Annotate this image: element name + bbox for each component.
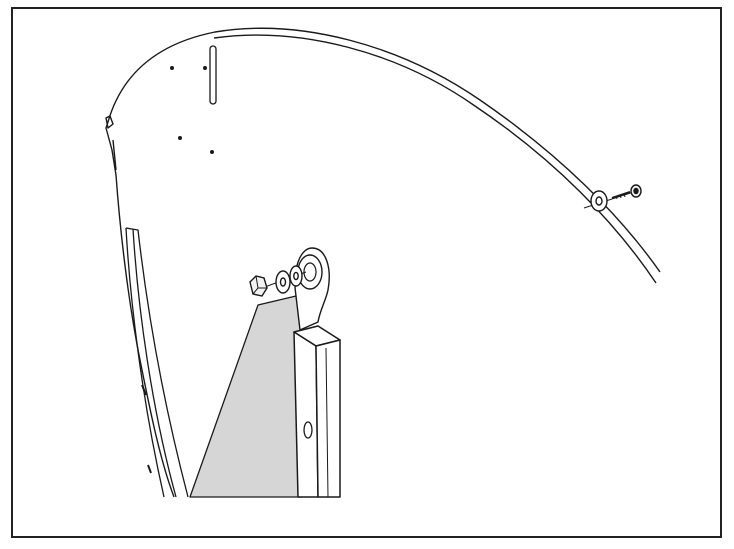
post-edge-line (325, 347, 329, 498)
washer (590, 190, 608, 212)
panel-holes (170, 66, 214, 154)
washer (289, 265, 303, 287)
figure-border (11, 7, 722, 538)
upright-post (293, 325, 341, 498)
panel-tab (105, 115, 114, 129)
panel-hole (178, 136, 182, 140)
panel-hole (210, 150, 214, 154)
bracket-eyelet (294, 247, 330, 332)
post-front-face (293, 331, 319, 498)
hex-nut (249, 275, 268, 297)
post-side-face (315, 339, 341, 498)
edge-hardware (583, 184, 642, 212)
panel-left-inner-line (112, 139, 117, 171)
panel-inner-edge (213, 34, 657, 284)
bracket-hardware (249, 265, 307, 297)
panel-hole (170, 66, 174, 70)
slotted-hole (209, 45, 217, 105)
panel-flange (125, 227, 189, 498)
screw (611, 184, 642, 200)
post-bolt-hole (303, 421, 313, 439)
panel-outer-edge (107, 27, 661, 273)
washer (275, 270, 291, 294)
panel-hole (203, 66, 207, 70)
